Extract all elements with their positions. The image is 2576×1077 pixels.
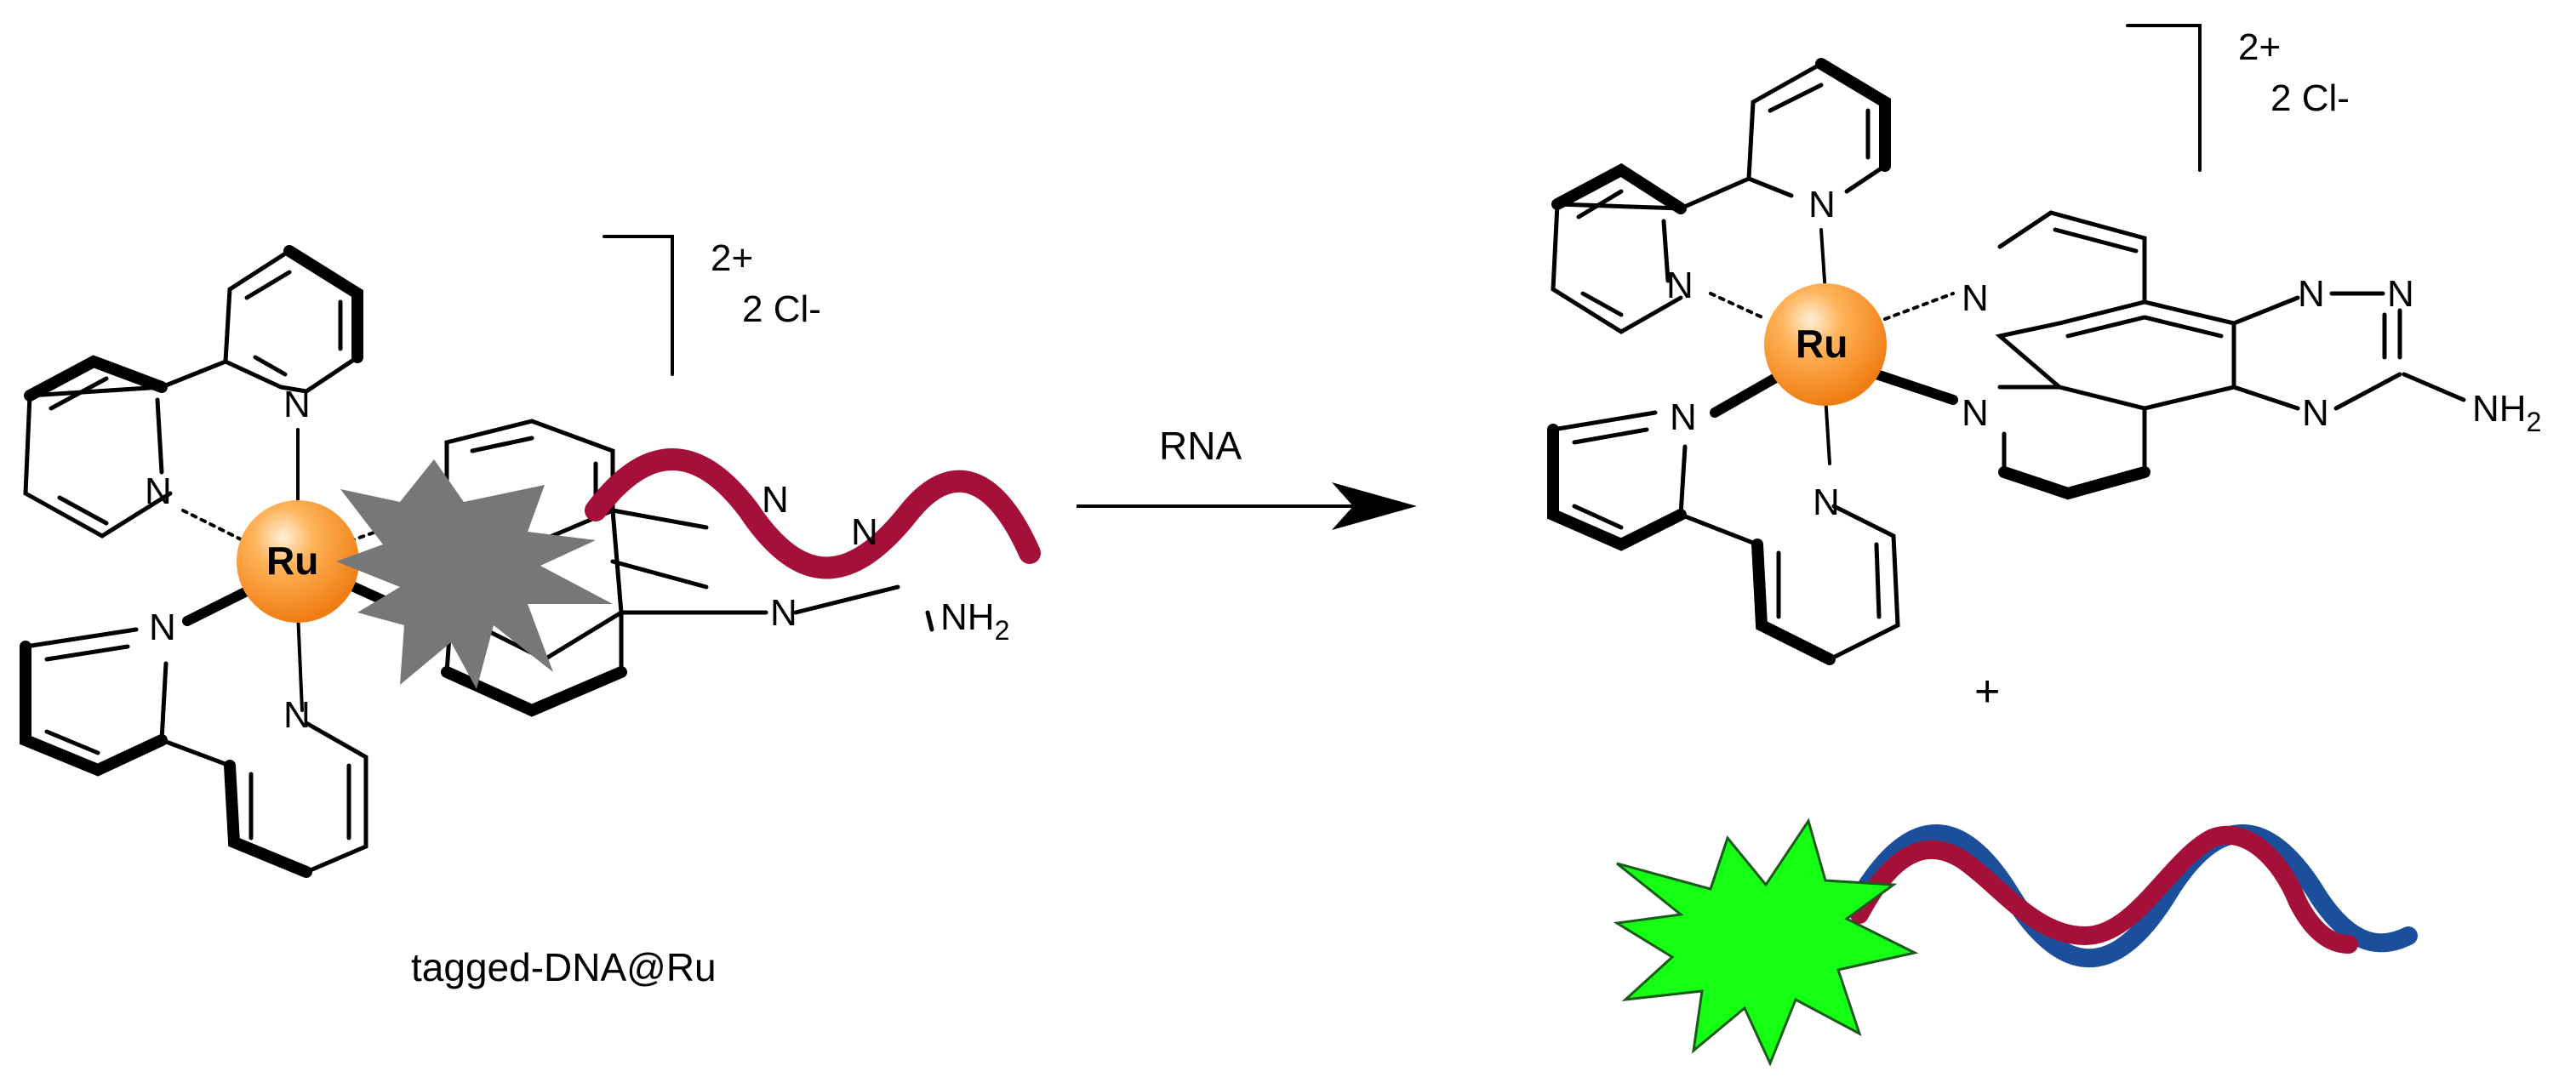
right-amine-label: NH2 [2472, 388, 2541, 437]
right-n-tetrazine-3: N [2302, 392, 2329, 434]
left-amine-label: NH2 [940, 596, 1009, 646]
right-dppz-ligand [1995, 210, 2466, 500]
left-n-top: N [283, 384, 311, 425]
left-n-tetrazine-2: N [851, 511, 878, 553]
right-charge-bracket [2126, 24, 2202, 172]
right-n-lower-left: N [1670, 396, 1697, 438]
left-n-tetrazine-3: N [770, 592, 797, 634]
right-counterion: 2 Cl- [2270, 77, 2350, 119]
reagent-label: RNA [1159, 424, 1242, 468]
right-pyridine-bottom-right [1678, 504, 1900, 665]
right-pyridine-top-left [1551, 162, 1687, 334]
right-ru-label: Ru [1796, 322, 1848, 366]
quencher-star-icon [336, 459, 613, 689]
left-ru-sphere [237, 500, 359, 623]
fluorescent-star-icon [1613, 818, 1919, 1067]
right-n-upper-left: N [1666, 265, 1694, 306]
left-complex: Ru N N N N N N N NH2 2+ 2 Cl- tagged-DNA… [20, 235, 1041, 989]
right-complex: Ru N N N N N N N N N NH2 2+ 2 Cl- + [1547, 24, 2541, 716]
right-metal-bonds [1709, 228, 1958, 465]
left-dna-strand [585, 448, 1041, 579]
right-n-phen-upper: N [1962, 277, 1989, 319]
reactant-label: tagged-DNA@Ru [411, 945, 717, 989]
left-n-upper-left: N [145, 470, 172, 512]
plus-sign: + [1974, 667, 2000, 716]
right-n-top: N [1808, 184, 1836, 225]
left-pyridine-bottom-left [20, 627, 168, 777]
duplex-strand-blue [1850, 824, 2418, 968]
left-n-tetrazine-1: N [762, 479, 789, 521]
right-n-bottom: N [1813, 482, 1840, 523]
left-pyridine-top-right [159, 245, 363, 394]
right-pyridine-top-right [1678, 58, 1891, 211]
right-ru-sphere [1764, 283, 1887, 406]
right-n-phen-lower: N [1962, 392, 1989, 434]
reaction-arrow: RNA [1077, 424, 1417, 530]
arrow-head-icon [1332, 482, 1417, 530]
left-counterion: 2 Cl- [742, 288, 821, 330]
duplex-strand-red [1850, 825, 2358, 954]
left-n-bottom: N [283, 694, 311, 736]
left-pyridine-bottom-right [159, 721, 368, 878]
fluorescent-dna-duplex [1613, 818, 2418, 1067]
left-ru-label: Ru [266, 538, 318, 583]
left-charge-bracket [603, 235, 674, 376]
right-pyridine-bottom-left [1547, 410, 1688, 551]
left-charge-value: 2+ [711, 237, 753, 279]
right-charge-value: 2+ [2238, 26, 2281, 68]
left-pyridine-top-left [23, 355, 173, 538]
right-n-tetrazine-2: N [2387, 273, 2414, 315]
right-n-tetrazine-1: N [2298, 273, 2325, 315]
left-n-lower-left: N [149, 607, 176, 648]
left-dppz-ligand [441, 419, 934, 717]
